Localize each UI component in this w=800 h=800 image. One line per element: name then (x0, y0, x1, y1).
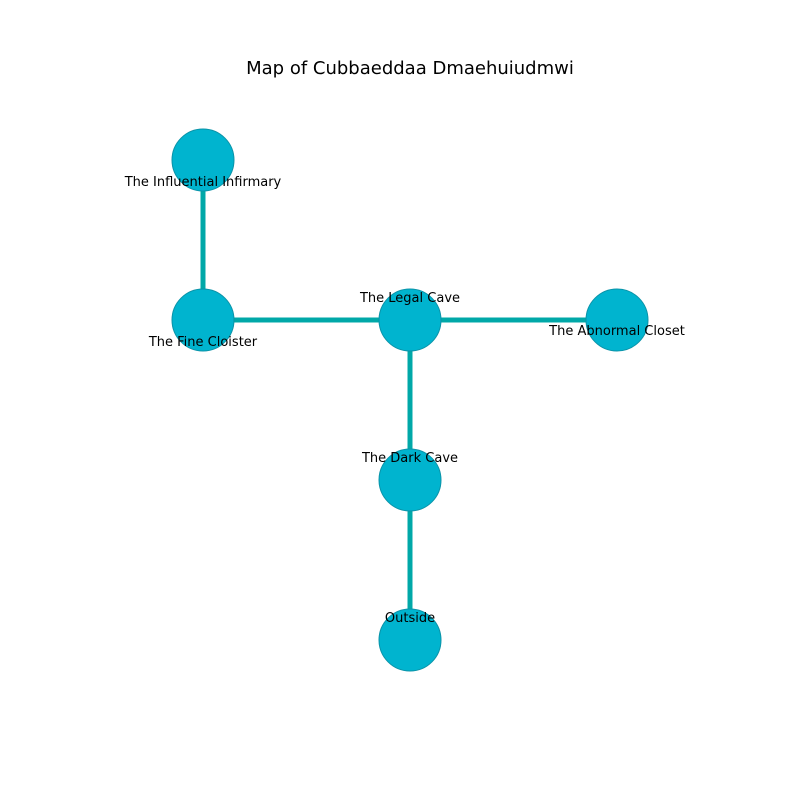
room-label-influential-infirmary: The Influential Infirmary (124, 175, 282, 190)
room-label-legal-cave: The Legal Cave (359, 291, 460, 306)
room-node-legal-cave (378, 288, 442, 352)
room-label-fine-cloister: The Fine Cloister (148, 335, 258, 350)
room-label-dark-cave: The Dark Cave (361, 451, 458, 466)
room-node-abnormal-closet (585, 288, 649, 352)
room-node-influential-infirmary (171, 128, 235, 192)
room-node-outside (378, 608, 442, 672)
rooms-layer (171, 128, 649, 672)
map-title: Map of Cubbaeddaa Dmaehuiudmwi (246, 58, 574, 79)
room-node-dark-cave (378, 448, 442, 512)
room-label-outside: Outside (385, 611, 435, 626)
connections-layer (200, 160, 617, 640)
room-label-abnormal-closet: The Abnormal Closet (548, 324, 685, 339)
room-node-fine-cloister (171, 288, 235, 352)
